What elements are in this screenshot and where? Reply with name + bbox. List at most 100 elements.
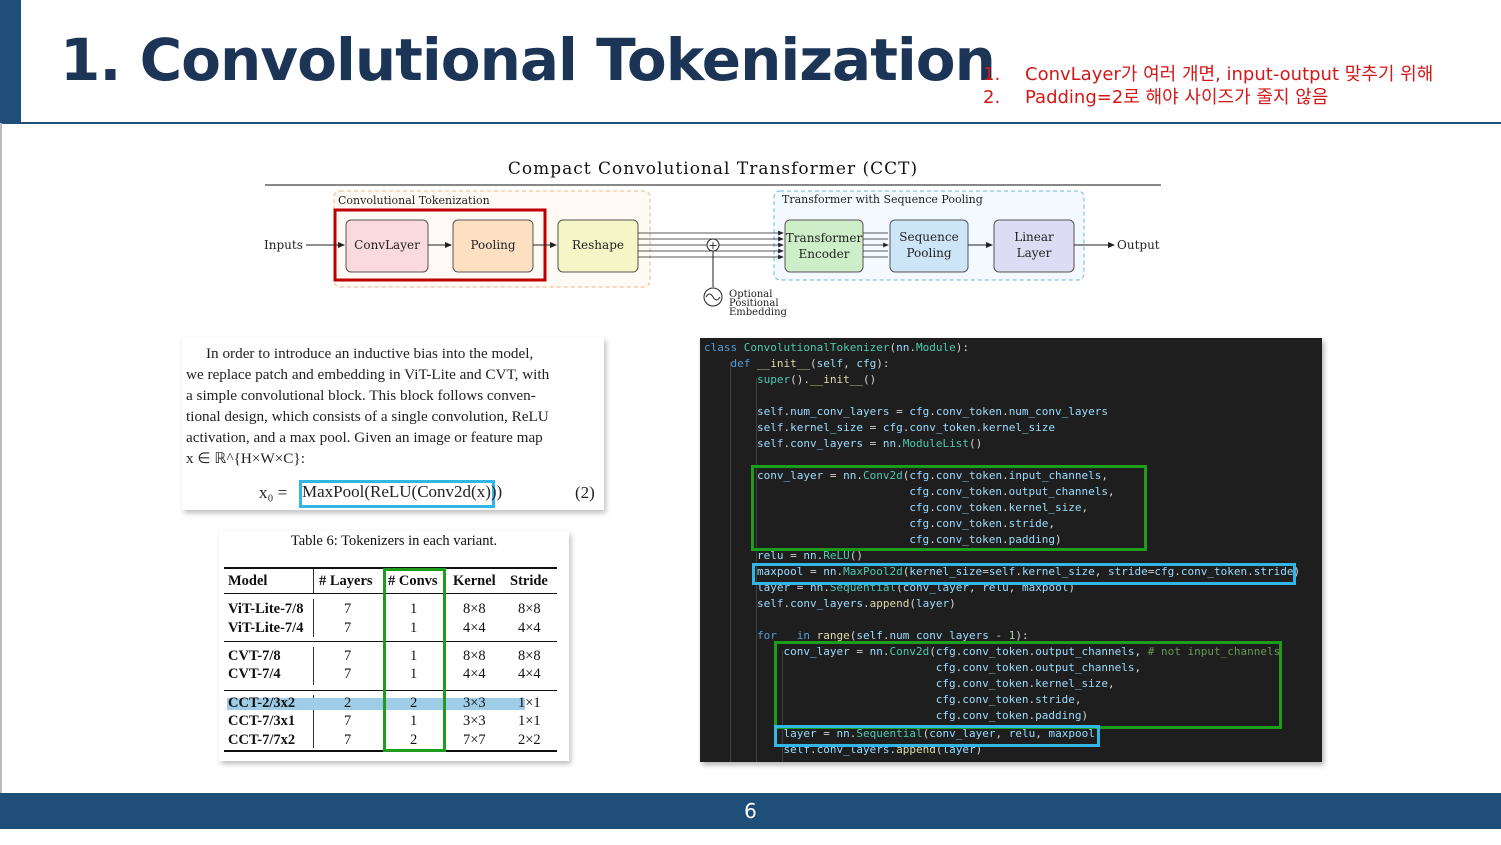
table-group-rule (224, 690, 557, 691)
indent-guide (756, 378, 757, 762)
output-label: Output (1117, 238, 1160, 252)
paragraph-line: In order to introduce an inductive bias … (206, 345, 534, 362)
transformer-encoder-block (784, 219, 864, 273)
note-number: 1. (983, 64, 1001, 85)
table-cell-kernel: 8×8 (463, 648, 486, 664)
sequential-highlight-box (774, 725, 1100, 747)
table-col-divider (313, 695, 314, 748)
table-header-convs: # Convs (388, 573, 438, 589)
code-line: super().__init__() (756, 373, 877, 386)
equation-body: MaxPool(ReLU(Conv2d(x))) (302, 482, 503, 501)
table-cell-model: ViT-Lite-7/4 (228, 620, 304, 636)
seqpool-label-2: Pooling (906, 246, 951, 260)
encoder-to-pool-lines (863, 232, 889, 258)
table-cell-stride: 4×4 (518, 620, 541, 636)
code-line: conv_layer = nn.Conv2d(cfg.conv_token.in… (756, 469, 1109, 482)
linear-label-1: Linear (1014, 230, 1054, 244)
table-cell-model: CCT-7/7x2 (228, 732, 296, 748)
code-line: class ConvolutionalTokenizer(nn.Module): (704, 341, 969, 354)
table-cell-layers: 7 (344, 601, 352, 617)
code-line: self.conv_layers = nn.ModuleList() (756, 437, 983, 450)
linear-layer-block (993, 219, 1075, 273)
table-cell-model: ViT-Lite-7/8 (228, 601, 304, 617)
table-cell-kernel: 8×8 (463, 601, 486, 617)
paragraph-line: we replace patch and embedding in ViT-Li… (186, 366, 550, 383)
convlayer-label: ConvLayer (354, 238, 420, 252)
table-cell-convs: 1 (410, 713, 418, 729)
table-cell-layers: 2 (344, 695, 352, 711)
code-line: cfg.conv_token.output_channels, (935, 661, 1142, 674)
conv-layer-highlight-box (751, 465, 1147, 551)
note-text: Padding=2로 해야 사이즈가 줄지 않음 (1025, 87, 1329, 108)
table-cell-layers: 7 (344, 620, 352, 636)
table-cell-layers: 7 (344, 732, 352, 748)
encoder-label-2: Encoder (799, 247, 850, 261)
equation-number: (2) (575, 483, 595, 502)
table-cell-stride: 2×2 (518, 732, 541, 748)
indent-guide (782, 651, 783, 762)
cct-architecture-diagram: Compact Convolutional Transformer (CCT) … (264, 159, 1161, 318)
sequence-pooling-block (889, 219, 969, 273)
code-line: cfg.conv_token.output_channels, (909, 485, 1115, 498)
cct-2-row-highlight (227, 698, 525, 710)
pos-emb-line2: Positional (729, 298, 779, 309)
paragraph-line: activation, and a max pool. Given an ima… (186, 429, 543, 446)
equation-lhs: x₀ = (259, 483, 288, 502)
linear-label-2: Layer (1017, 246, 1052, 260)
code-line: self.kernel_size = cfg.conv_token.kernel… (756, 421, 1056, 434)
note-item: 1. ConvLayer가 여러 개면, input-output 맞추기 위해 (983, 63, 1433, 86)
code-line: cfg.conv_token.padding) (909, 533, 1062, 546)
table-cell-model: CVT-7/8 (228, 648, 281, 664)
code-line: cfg.conv_token.stride, (935, 693, 1082, 706)
table-cell-convs: 2 (410, 695, 418, 711)
pooling-block (452, 219, 534, 273)
table-cell-convs: 1 (410, 620, 418, 636)
loop-conv-highlight-box (774, 641, 1282, 729)
header-divider (0, 122, 1501, 124)
code-line: conv_layer = nn.Conv2d(cfg.conv_token.ou… (783, 645, 1281, 658)
code-line: cfg.conv_token.padding) (935, 709, 1089, 722)
maxpool-highlight-box (752, 563, 1296, 585)
code-line: self.conv_layers.append(layer) (756, 597, 956, 610)
equation-highlight-box (299, 480, 495, 508)
table-col-divider (313, 647, 314, 685)
page-number: 6 (744, 799, 757, 823)
pooling-label: Pooling (470, 238, 515, 252)
convs-column-highlight-box (383, 568, 446, 752)
code-line: for _ in range(self.num_conv_layers - 1)… (756, 629, 1029, 642)
slide-title: 1. Convolutional Tokenization (60, 26, 996, 94)
table-cell-convs: 1 (410, 666, 418, 682)
code-line: relu = nn.ReLU() (756, 549, 863, 562)
conv-group-label: Convolutional Tokenization (338, 194, 490, 207)
sine-wave-icon (705, 293, 721, 301)
table-cell-model: CCT-2/3x2 (228, 695, 296, 711)
reshape-label: Reshape (572, 238, 624, 252)
seqpool-label-1: Sequence (899, 230, 958, 244)
table-cell-kernel: 4×4 (463, 666, 486, 682)
table-cell-kernel: 4×4 (463, 620, 486, 636)
table-cell-convs: 2 (410, 732, 418, 748)
code-editor-panel: class ConvolutionalTokenizer(nn.Module):… (700, 338, 1322, 762)
table-caption: Table 6: Tokenizers in each variant. (290, 533, 498, 549)
table-header-stride: Stride (510, 573, 548, 589)
encoder-label-1: Transformer (786, 231, 863, 245)
note-text: ConvLayer가 여러 개면, input-output 맞추기 위해 (1025, 64, 1434, 85)
paper-excerpt: In order to introduce an inductive bias … (182, 337, 604, 510)
plus-glyph: + (708, 239, 717, 252)
note-number: 2. (983, 87, 1001, 108)
title-accent-bar (0, 0, 21, 123)
table-cell-stride: 1×1 (518, 695, 541, 711)
indent-guide (730, 362, 731, 762)
paper-paragraph: In order to introduce an inductive bias … (186, 343, 596, 469)
footer-bar: 6 (0, 793, 1501, 829)
table-cell-model: CVT-7/4 (228, 666, 281, 682)
table-col-divider (313, 599, 314, 637)
reshape-block (557, 219, 639, 273)
table-cell-layers: 7 (344, 666, 352, 682)
table-header-layers: # Layers (319, 573, 373, 589)
convlayer-block (345, 219, 429, 273)
code-line: def __init__(self, cfg): (730, 357, 890, 370)
equation-2: x₀ = MaxPool(ReLU(Conv2d(x))) (2) (182, 477, 604, 508)
table-cell-stride: 1×1 (518, 713, 541, 729)
tokenizer-table: Table 6: Tokenizers in each variant. Mod… (219, 531, 569, 761)
